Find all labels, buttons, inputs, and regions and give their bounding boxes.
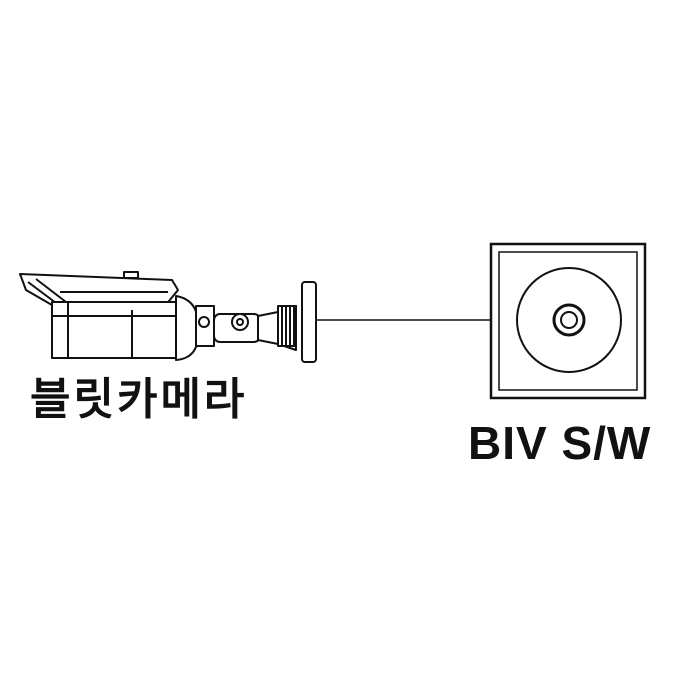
- biv-switch-icon: [489, 242, 647, 400]
- bullet-camera-icon: [19, 271, 317, 363]
- camera-label: 블릿카메라: [30, 374, 248, 425]
- device-label: BIV S/W: [468, 417, 652, 469]
